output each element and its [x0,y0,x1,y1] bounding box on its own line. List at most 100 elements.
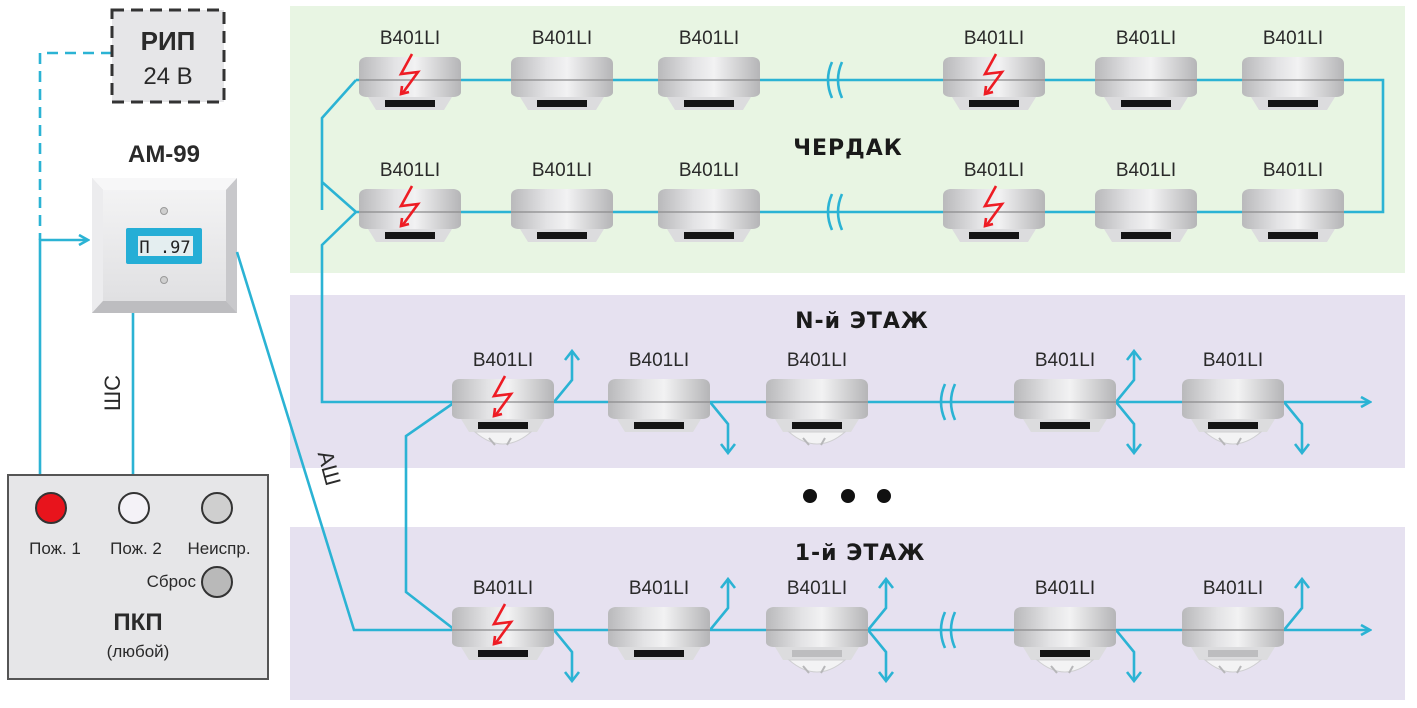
detector-indicator-bar [537,232,587,239]
detector[interactable]: B401LI [452,350,554,446]
detector[interactable]: B401LI [608,578,710,660]
detector-body [511,189,613,229]
detector-label: B401LI [679,160,739,181]
detector[interactable]: B401LI [658,28,760,110]
detector[interactable]: B401LI [452,578,554,660]
detector[interactable]: B401LI [766,350,868,446]
alarm-lightning-icon [491,603,514,645]
detector-label: B401LI [1263,28,1323,49]
detector-indicator-bar [1208,422,1258,429]
more-floors-ellipsis [803,489,891,503]
detector-body [658,189,760,229]
detector[interactable]: B401LI [943,160,1045,242]
detector-indicator-bar [1208,650,1258,657]
detector-body [452,607,554,647]
detector[interactable]: B401LI [608,350,710,432]
detector-body [1095,57,1197,97]
zone-title-floor-1: 1-й ЭТАЖ [795,541,926,566]
detector[interactable]: B401LI [766,578,868,674]
detector-label: B401LI [380,28,440,49]
detector[interactable]: B401LI [658,160,760,242]
detector[interactable]: B401LI [1095,28,1197,110]
detector-body [608,379,710,419]
power-supply-box[interactable]: РИП 24 В [110,8,226,104]
detector-label: B401LI [964,160,1024,181]
detector-body [608,607,710,647]
zone-title-attic: ЧЕРДАК [793,136,903,161]
power-supply-title: РИП [141,26,196,56]
detector-body [766,607,868,647]
alarm-lightning-icon [982,53,1005,95]
loop-wire-label: ШС [100,375,125,411]
detector[interactable]: B401LI [359,28,461,110]
detector-label: B401LI [787,578,847,599]
detector[interactable]: B401LI [359,160,461,242]
detector-body [1014,607,1116,647]
detector[interactable]: B401LI [1242,28,1344,110]
indicator-fire-1-lamp [35,492,67,524]
detector-body [359,57,461,97]
detector-body [1182,607,1284,647]
panel-subtitle: (любой) [107,642,170,661]
detector-indicator-bar [385,232,435,239]
address-loop-wire [235,251,455,632]
detector-label: B401LI [1035,578,1095,599]
detector-body [1182,379,1284,419]
detector[interactable]: B401LI [1242,160,1344,242]
detector[interactable]: B401LI [511,28,613,110]
branch-up-arrow [866,576,895,631]
floor-n-riser-wire [404,400,456,632]
detector[interactable]: B401LI [1182,578,1284,674]
branch-down-arrow [1114,629,1143,684]
detector-label: B401LI [964,28,1024,49]
detector[interactable]: B401LI [1014,578,1116,674]
alarm-lightning-icon [398,53,421,95]
detector-indicator-bar [792,422,842,429]
detector-indicator-bar [634,650,684,657]
detector-indicator-bar [684,232,734,239]
detector-label: B401LI [629,350,689,371]
indicator-fire-1-label: Пож. 1 [29,539,81,558]
detector-body [1095,189,1197,229]
detector-body [766,379,868,419]
branch-down-arrow [708,401,737,456]
detector-indicator-bar [684,100,734,107]
detector-indicator-bar [1121,100,1171,107]
branch-up-arrow [1114,348,1143,403]
indicator-fault-lamp [201,492,233,524]
power-supply-wire [38,51,112,240]
detector-label: B401LI [1035,350,1095,371]
detector-indicator-bar [478,650,528,657]
detector-body [511,57,613,97]
zone-title-floor-n: N-й ЭТАЖ [795,309,929,334]
zone-attic-background [290,6,1405,273]
module-am99[interactable]: П .97 [92,178,237,313]
branch-arrows [552,348,1311,684]
branch-up-arrow [552,348,581,403]
detector[interactable]: B401LI [943,28,1045,110]
branch-up-arrow [708,576,737,631]
detector[interactable]: B401LI [1182,350,1284,446]
detector-label: B401LI [532,28,592,49]
detector-indicator-bar [385,100,435,107]
detector-label: B401LI [473,350,533,371]
detector-indicator-bar [1040,650,1090,657]
detector-label: B401LI [629,578,689,599]
detectors: B401LI B401LI B401LI B401LI B401LI B401LI B401… [359,28,1344,674]
detector-indicator-bar [537,100,587,107]
detector[interactable]: B401LI [1014,350,1116,432]
detector-body [943,189,1045,229]
alarm-lightning-icon [982,185,1005,227]
reset-button[interactable] [201,566,233,598]
detector-body [1242,57,1344,97]
detector-body [1014,379,1116,419]
detector[interactable]: B401LI [1095,160,1197,242]
detector-label: B401LI [1203,350,1263,371]
detector-indicator-bar [969,100,1019,107]
power-supply-voltage: 24 В [143,63,192,90]
detector-body [452,379,554,419]
detector-body [1242,189,1344,229]
detector-indicator-bar [1040,422,1090,429]
detector[interactable]: B401LI [511,160,613,242]
